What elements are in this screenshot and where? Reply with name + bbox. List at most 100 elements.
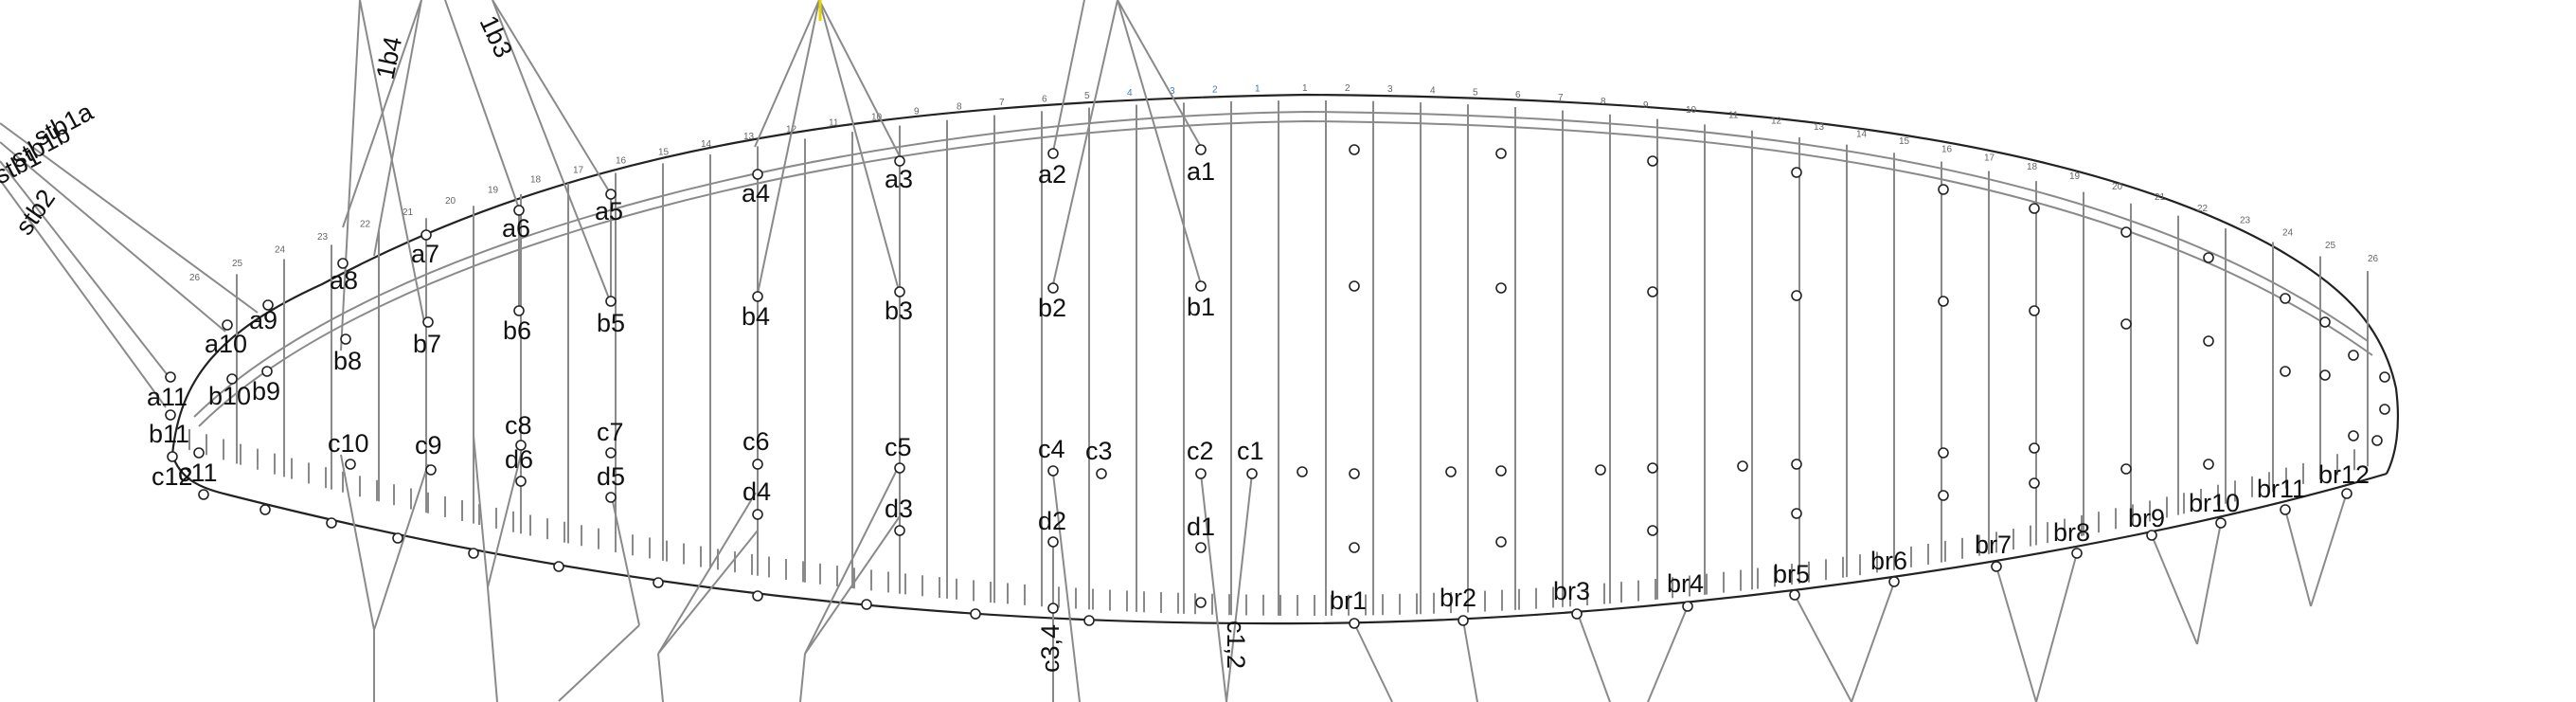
label-d5: d5 (597, 462, 625, 491)
attachment-point (1297, 466, 1308, 477)
attachment-point (1349, 618, 1360, 629)
label-d4: d4 (742, 477, 771, 506)
attachment-point (193, 447, 205, 459)
label-b7: b7 (413, 330, 441, 358)
attachment-point (1246, 468, 1258, 479)
attachment-point (1647, 286, 1658, 297)
attachment-point (1096, 468, 1107, 479)
attachment-point (1571, 608, 1583, 620)
rib-number-right: 4 (1430, 85, 1436, 96)
canopy-leading-edge (170, 93, 2400, 475)
label-b10: b10 (208, 382, 251, 410)
attachment-point (2348, 350, 2359, 361)
label-1b3: 1b3 (474, 11, 518, 63)
attachment-point (167, 451, 178, 462)
rib-number-right: 19 (2069, 171, 2081, 182)
rib-number-right: 24 (2282, 227, 2294, 238)
rib-number-right: 10 (1686, 105, 1697, 116)
label-c2: c2 (1187, 437, 1214, 465)
rib-number-left: 23 (317, 232, 329, 243)
label-d6: d6 (505, 445, 533, 474)
label-b1: b1 (1187, 293, 1215, 321)
label-b9: b9 (252, 377, 280, 405)
attachment-point (1595, 464, 1606, 476)
rib-number-left: 20 (445, 196, 456, 207)
rib-number-left: 25 (232, 259, 243, 269)
attachment-point (2029, 477, 2040, 489)
rib-number-left: 11 (829, 118, 839, 129)
attachment-point (165, 409, 176, 421)
attachment-point (513, 305, 525, 316)
rib-number-left: 24 (275, 245, 286, 256)
attachment-point (752, 590, 763, 602)
attachment-point (2348, 430, 2359, 441)
attachment-point (1737, 460, 1748, 472)
attachment-point (1791, 508, 1802, 519)
label-d1: d1 (1187, 513, 1215, 541)
attachment-point (1195, 542, 1207, 553)
label-b4: b4 (742, 302, 770, 331)
attachment-point (1047, 536, 1059, 548)
label-c7: c7 (597, 418, 624, 446)
attachment-point (262, 299, 274, 311)
attachment-point (1495, 282, 1507, 294)
attachment-point (340, 333, 351, 345)
attachment-point (165, 371, 176, 383)
rib-number-left: 7 (999, 98, 1005, 108)
attachment-point (605, 189, 617, 200)
label-c1: c1 (1237, 437, 1264, 465)
label-c10: c10 (328, 429, 369, 458)
label-c8: c8 (505, 411, 532, 440)
rib-number-right: 6 (1515, 90, 1521, 100)
attachment-point (326, 517, 337, 529)
attachment-point (1195, 468, 1207, 479)
rib-number-right: 1 (1302, 83, 1308, 94)
attachment-point (1938, 490, 1949, 501)
label-c12: c12 (152, 462, 193, 491)
attachment-point (752, 291, 763, 302)
rib-number-left: 15 (658, 147, 670, 157)
label-1b4: 1b4 (371, 34, 408, 81)
label-br7: br7 (1975, 531, 2012, 559)
rib-number-right: 21 (2155, 192, 2166, 203)
attachment-point (894, 525, 905, 536)
attachment-point (2120, 226, 2132, 238)
attachment-point (752, 509, 763, 520)
attachment-point (2071, 548, 2083, 559)
rib-number-left: 5 (1084, 91, 1090, 101)
attachment-point (605, 447, 617, 459)
attachment-point (1047, 603, 1059, 614)
attachment-point (1349, 468, 1360, 479)
attachment-point (226, 373, 238, 385)
attachment-point (1647, 525, 1658, 536)
label-br1: br1 (1330, 586, 1367, 615)
label-br5: br5 (1773, 560, 1810, 588)
attachment-point (468, 548, 479, 559)
attachment-point (894, 155, 905, 167)
attachment-point (1495, 148, 1507, 159)
attachment-point (2203, 335, 2214, 347)
attachment-point (894, 462, 905, 474)
attachment-point (653, 577, 664, 588)
attachment-point (261, 366, 273, 377)
label-b6: b6 (503, 316, 531, 345)
attachment-point (1991, 561, 2002, 572)
label-br10: br10 (2189, 489, 2240, 517)
attachment-point (198, 489, 209, 500)
attachment-point (1047, 282, 1059, 294)
attachment-point (515, 440, 527, 451)
label-a10: a10 (205, 330, 247, 358)
label-br3: br3 (1553, 577, 1590, 605)
attachment-point (1349, 280, 1360, 292)
label-c5: c5 (885, 433, 912, 461)
rib-number-right: 22 (2197, 204, 2209, 214)
rib-number-right: 20 (2112, 182, 2123, 192)
rib-number-left: 17 (573, 165, 584, 175)
rib-number-right: 25 (2325, 241, 2336, 251)
attachment-point (1349, 542, 1360, 553)
label-br8: br8 (2053, 518, 2090, 547)
label-c9: c9 (415, 431, 442, 459)
attachment-point (1195, 144, 1207, 155)
rib-number-left: 14 (701, 139, 712, 150)
rib-number-right: 23 (2240, 215, 2251, 225)
